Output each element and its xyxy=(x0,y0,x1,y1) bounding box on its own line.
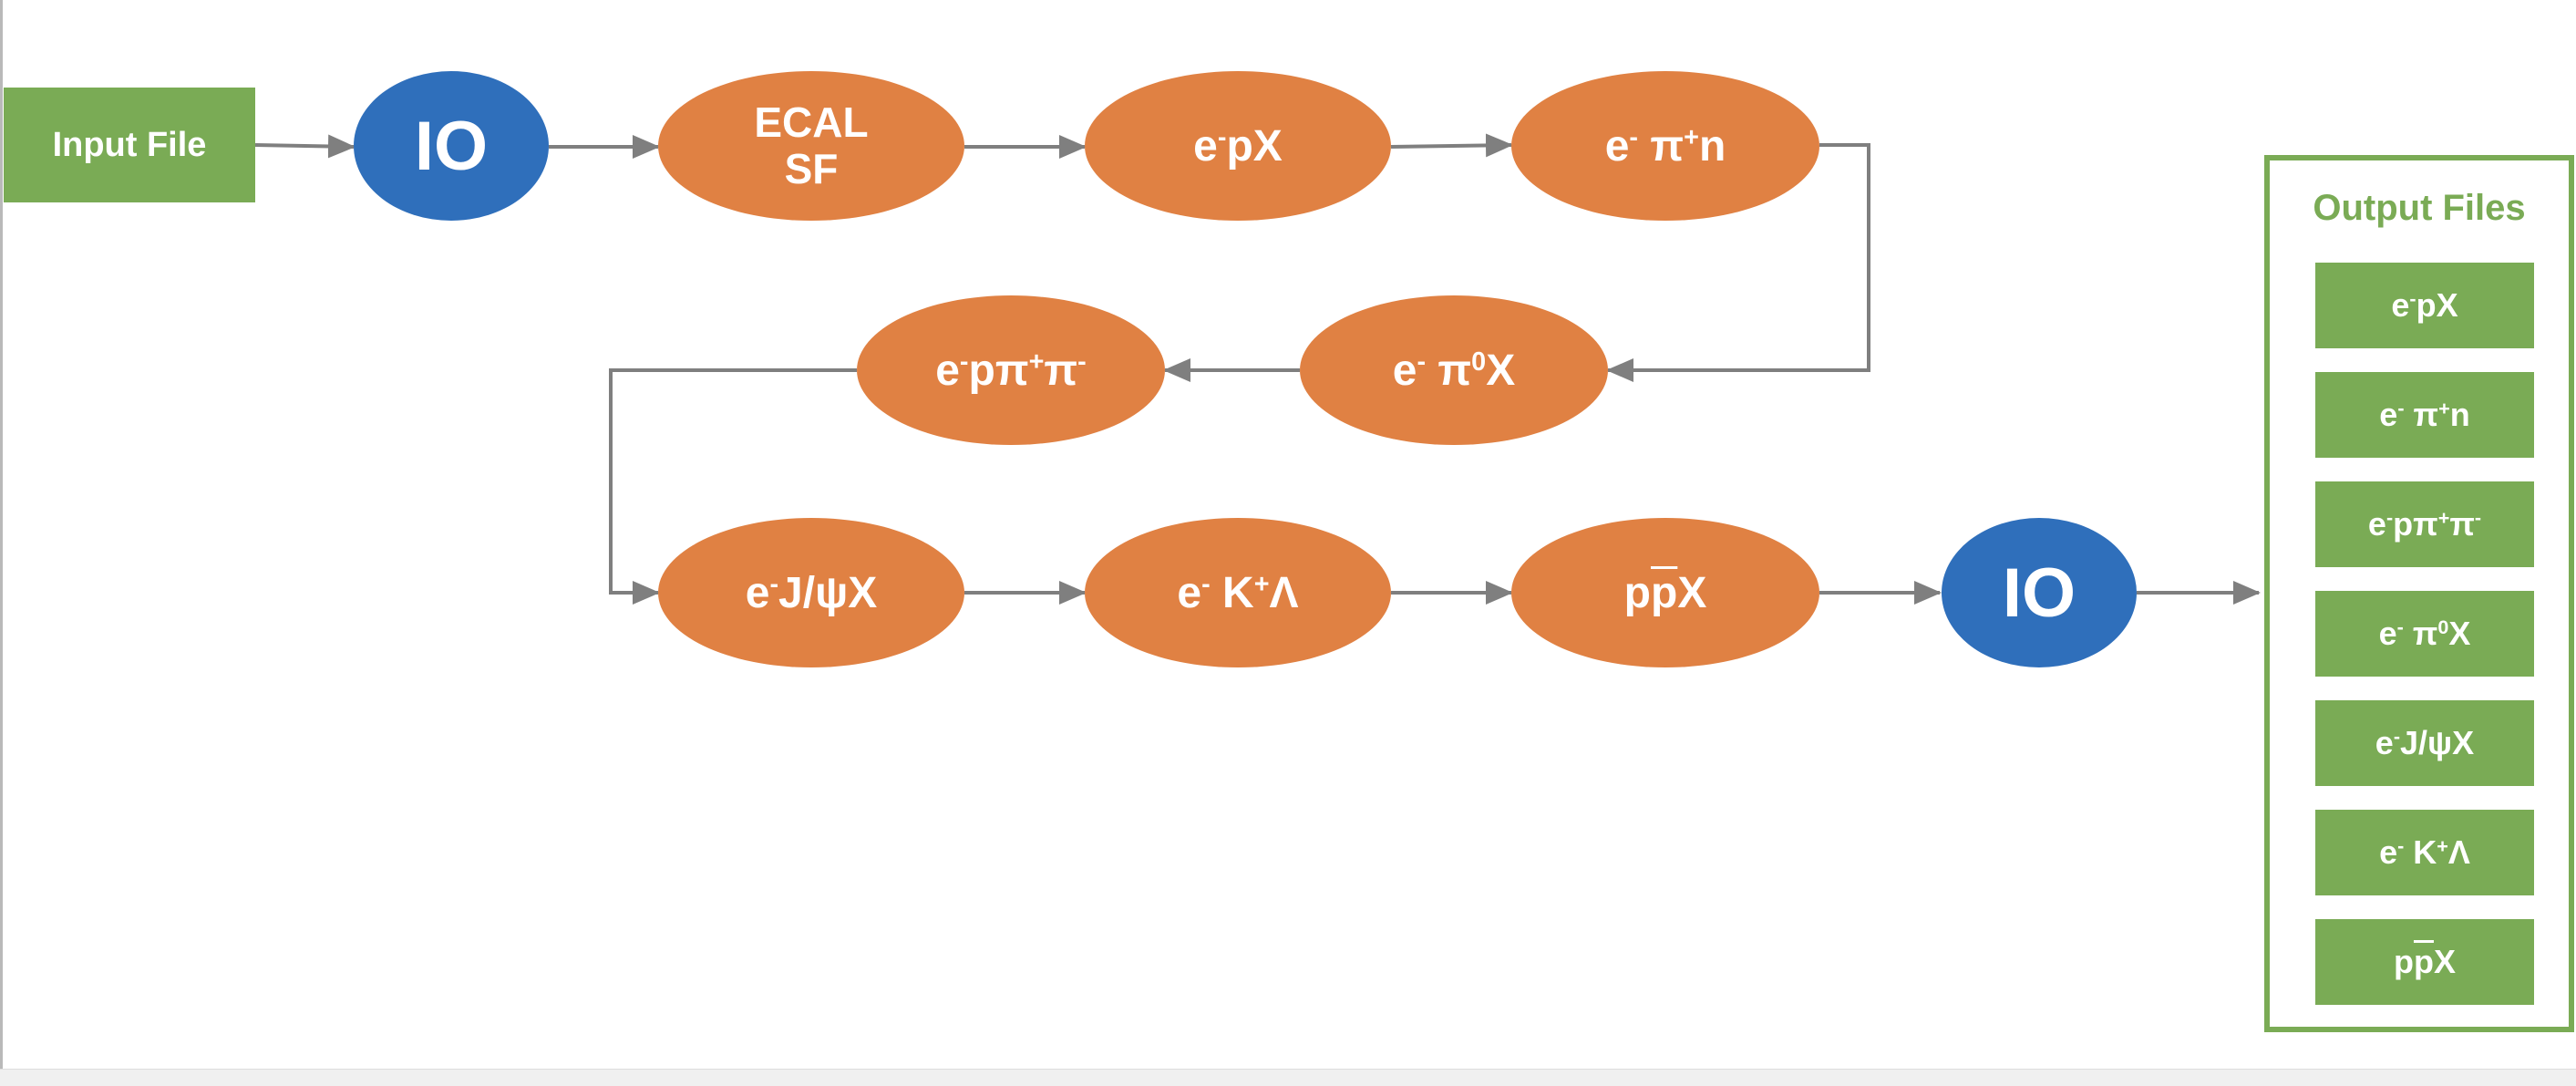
output-files-title: Output Files xyxy=(2313,188,2526,228)
output-file-epipn: e- π+n xyxy=(2315,372,2534,458)
epi0x-label: e- π0X xyxy=(1392,346,1516,395)
io-end-label: IO xyxy=(2002,553,2076,632)
edge-epipn-to-epi0x xyxy=(1606,143,1870,382)
output-file-eklambda: e- K+Λ xyxy=(2315,810,2534,895)
io-node-end: IO xyxy=(1942,518,2137,667)
epx-node: e-pX xyxy=(1085,71,1391,221)
io-start-label: IO xyxy=(414,107,489,185)
eklambda-label: e- K+Λ xyxy=(1177,568,1299,617)
epi0x-node: e- π0X xyxy=(1300,295,1608,445)
edge-input-to-io xyxy=(254,134,355,159)
epx-label: e-pX xyxy=(1193,121,1283,171)
output-file-epi0x: e- π0X xyxy=(2315,591,2534,677)
edge-epx-to-epipn xyxy=(1390,133,1513,158)
epipn-node: e- π+n xyxy=(1511,71,1819,221)
epipn-label: e- π+n xyxy=(1604,121,1726,171)
output-files-box: Output Files e-pX e- π+n e-pπ+π- e- π0X … xyxy=(2264,155,2574,1032)
ppbarx-label: ppX xyxy=(1623,568,1707,617)
output-file-ejpsix: e-J/ψX xyxy=(2315,700,2534,786)
bottom-band xyxy=(0,1069,2576,1086)
input-file-box: Input File xyxy=(4,88,255,202)
output-file-ppbarx: ppX xyxy=(2315,919,2534,1005)
ecal-sf-line1: ECAL xyxy=(754,98,869,147)
left-border xyxy=(0,0,3,1085)
ecal-sf-node: ECAL SF xyxy=(658,71,964,221)
output-file-epx: e-pX xyxy=(2315,263,2534,348)
output-file-eppipi: e-pπ+π- xyxy=(2315,481,2534,567)
eppipi-node: e-pπ+π- xyxy=(857,295,1165,445)
io-node-start: IO xyxy=(354,71,549,221)
input-file-label: Input File xyxy=(52,125,207,164)
edge-eppipi-to-ejpsix xyxy=(609,368,857,605)
ecal-sf-line2: SF xyxy=(784,145,839,192)
ppbarx-node: ppX xyxy=(1511,518,1819,667)
eppipi-label: e-pπ+π- xyxy=(935,346,1087,395)
ejpsix-label: e-J/ψX xyxy=(745,568,878,617)
eklambda-node: e- K+Λ xyxy=(1085,518,1391,667)
ejpsix-node: e-J/ψX xyxy=(658,518,964,667)
